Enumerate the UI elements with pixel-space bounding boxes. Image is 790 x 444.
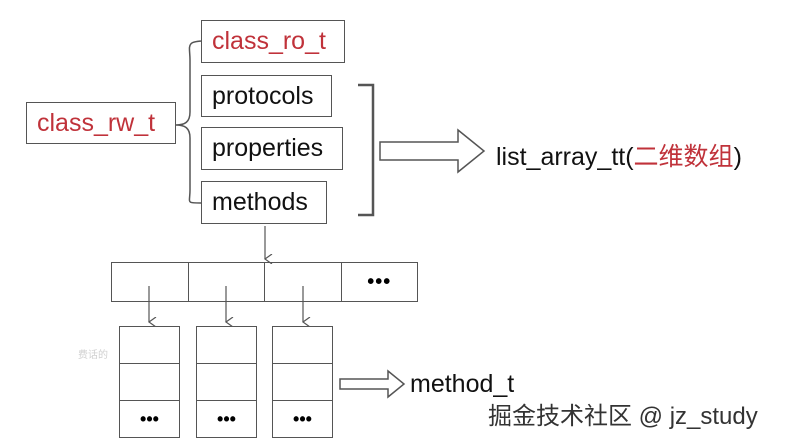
hollow-arrow-list — [379, 128, 486, 174]
methods-box: methods — [201, 181, 327, 224]
array-cell — [112, 263, 189, 301]
list-array-tt-suffix: ) — [733, 143, 742, 171]
watermark: 掘金技术社区 @ jz_study — [488, 403, 758, 430]
column-cell — [120, 364, 179, 401]
column-cell — [273, 364, 332, 401]
outer-array: ••• — [111, 262, 418, 302]
class-rw-t-label: class_rw_t — [37, 108, 156, 137]
right-bracket — [358, 83, 375, 217]
method-list-column-2: ••• — [196, 326, 257, 438]
array-cell — [265, 263, 342, 301]
column-cell — [120, 327, 179, 364]
column-cell — [197, 327, 256, 364]
class-ro-t-label: class_ro_t — [212, 27, 326, 55]
class-rw-t-box: class_rw_t — [26, 102, 176, 144]
method-t-label: method_t — [410, 370, 515, 398]
array-cell — [189, 263, 265, 301]
protocols-box: protocols — [201, 75, 332, 117]
methods-label: methods — [212, 188, 308, 216]
array-cell-ellipsis: ••• — [367, 270, 392, 293]
column-cell — [273, 327, 332, 364]
list-array-tt-label: list_array_tt(二维数组) — [496, 137, 742, 173]
column-cell-ellipsis: ••• — [217, 408, 236, 429]
list-array-tt-prefix: list_array_tt( — [496, 143, 634, 171]
faint-overlay-text: 费话的 — [78, 350, 108, 361]
properties-box: properties — [201, 127, 343, 170]
hollow-arrow-method — [339, 369, 406, 399]
protocols-label: protocols — [212, 81, 314, 110]
column-cell-ellipsis: ••• — [293, 408, 312, 429]
column-cell-ellipsis: ••• — [140, 408, 159, 429]
list-array-tt-highlight: 二维数组 — [633, 143, 734, 171]
class-ro-t-box: class_ro_t — [201, 20, 345, 63]
left-curly-brace — [175, 40, 206, 204]
properties-label: properties — [212, 134, 324, 162]
method-list-column-3: ••• — [272, 326, 333, 438]
method-list-column-1: ••• — [119, 326, 180, 438]
column-cell — [197, 364, 256, 401]
